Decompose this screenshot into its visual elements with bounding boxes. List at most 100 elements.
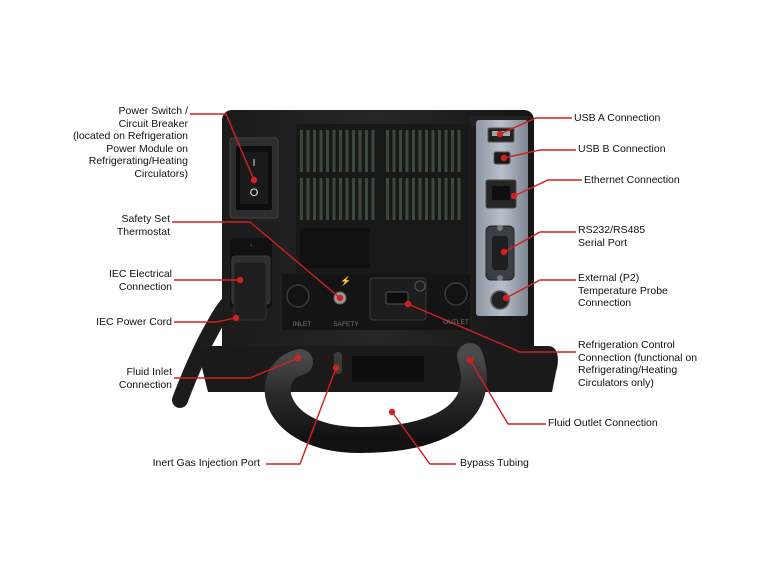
label-rs232: RS232/RS485 Serial Port: [578, 224, 646, 249]
vent-slat: [418, 178, 422, 220]
rear-plate: [300, 228, 370, 268]
leader-line-iec-cord: [174, 317, 237, 323]
vent-slat: [345, 130, 349, 172]
vent-slat: [339, 130, 342, 172]
leader-line-refrig-control: [407, 303, 576, 353]
vent-slat: [358, 130, 362, 172]
vent-slat: [386, 130, 389, 172]
vent-slat: [431, 178, 435, 220]
panel-text-outlet: OUTLET: [443, 319, 469, 326]
vent-slat: [392, 178, 396, 220]
vent-slat: [306, 178, 310, 220]
callout-dot-power-switch: [250, 176, 258, 184]
vent-slat: [313, 130, 316, 172]
label-iec-cord: IEC Power Cord: [96, 316, 172, 328]
callout-dot-safety-set: [336, 294, 344, 302]
base-slot: [352, 356, 424, 382]
label-bypass: Bypass Tubing: [460, 457, 529, 469]
label-inert-gas: Inert Gas Injection Port: [152, 457, 260, 469]
label-fluid-outlet: Fluid Outlet Connection: [548, 417, 658, 429]
leader-line-rs232: [503, 231, 576, 253]
vent-slat: [425, 130, 428, 172]
callout-dot-probe: [502, 294, 510, 302]
vent-slat: [405, 178, 409, 220]
vent-slat: [365, 130, 368, 172]
vent-slat: [451, 130, 454, 172]
vent-slat: [399, 178, 402, 220]
vent-slat: [425, 178, 428, 220]
vent-slat: [399, 130, 402, 172]
vent-slat: [352, 178, 355, 220]
label-power-switch: Power Switch / Circuit Breaker (located …: [73, 105, 188, 180]
vent-slat: [392, 130, 396, 172]
callouts: [172, 113, 582, 465]
vent-slat: [431, 130, 435, 172]
vent-slat: [365, 178, 368, 220]
leader-line-fluid-inlet: [174, 357, 299, 379]
vent-slat: [438, 178, 441, 220]
callout-dot-usb-a: [496, 130, 504, 138]
vent-slat: [319, 178, 323, 220]
vent-slat: [300, 130, 303, 172]
vent-slats: [300, 130, 461, 268]
leader-line-usb-b: [503, 149, 576, 159]
leader-line-inert-gas: [266, 367, 337, 465]
leader-line-safety-set: [172, 221, 341, 299]
label-usb-a: USB A Connection: [574, 112, 661, 124]
callout-dot-bypass: [388, 408, 396, 416]
vent-slat: [371, 178, 375, 220]
callout-dot-inert-gas: [332, 364, 340, 372]
label-fluid-inlet: Fluid Inlet Connection: [118, 366, 172, 391]
iec-plug: [233, 261, 267, 321]
label-ethernet: Ethernet Connection: [584, 174, 680, 186]
label-refrig-control: Refrigeration Control Connection (functi…: [578, 339, 698, 389]
fluid-outlet-port: [444, 282, 468, 306]
switch-on-mark: I: [253, 158, 256, 169]
vent-slat: [405, 130, 409, 172]
vent-slat: [326, 178, 329, 220]
callout-dot-rs232: [500, 248, 508, 256]
vent-slat: [412, 130, 415, 172]
callout-dot-iec-cord: [232, 314, 240, 322]
vent-slat: [438, 130, 441, 172]
vent-slat: [418, 130, 422, 172]
leader-line-fluid-outlet: [469, 359, 546, 425]
io-panel: [476, 120, 528, 316]
bypass-tubing: [264, 343, 487, 454]
refrigeration-control-connector: [369, 277, 427, 321]
vent-slat: [300, 178, 303, 220]
callout-dot-fluid-inlet: [294, 354, 302, 362]
label-iec-connection: IEC Electrical Connection: [108, 268, 172, 293]
vent-slat: [386, 178, 389, 220]
leader-line-ethernet: [513, 179, 582, 197]
vent-slat: [457, 178, 461, 220]
vent-slat: [371, 130, 375, 172]
vent-slat: [352, 130, 355, 172]
switch-off-mark: O: [250, 187, 259, 199]
vent-slat: [319, 130, 323, 172]
leader-line-probe: [505, 279, 576, 299]
leader-line-usb-a: [499, 117, 572, 135]
fluid-inlet-port: [286, 284, 310, 308]
vent-slat: [358, 178, 362, 220]
panel-text-safety: SAFETY: [333, 321, 359, 328]
svg-text:⚡: ⚡: [340, 275, 351, 287]
vent-slat: [345, 178, 349, 220]
label-safety-set: Safety Set Thermostat: [116, 213, 170, 238]
leader-line-bypass: [391, 411, 456, 465]
vent-slat: [412, 178, 415, 220]
vent-slat: [332, 178, 336, 220]
leader-line-power-switch: [190, 113, 255, 181]
vent-slat: [332, 130, 336, 172]
vent-slat: [444, 178, 448, 220]
vent-slat: [339, 178, 342, 220]
callout-dot-iec-connection: [236, 276, 244, 284]
svg-text:↓: ↓: [249, 241, 253, 248]
vent-slat: [306, 130, 310, 172]
vent-slat: [326, 130, 329, 172]
label-usb-b: USB B Connection: [578, 143, 666, 155]
callout-dot-usb-b: [500, 154, 508, 162]
label-probe: External (P2) Temperature Probe Connecti…: [578, 272, 668, 309]
